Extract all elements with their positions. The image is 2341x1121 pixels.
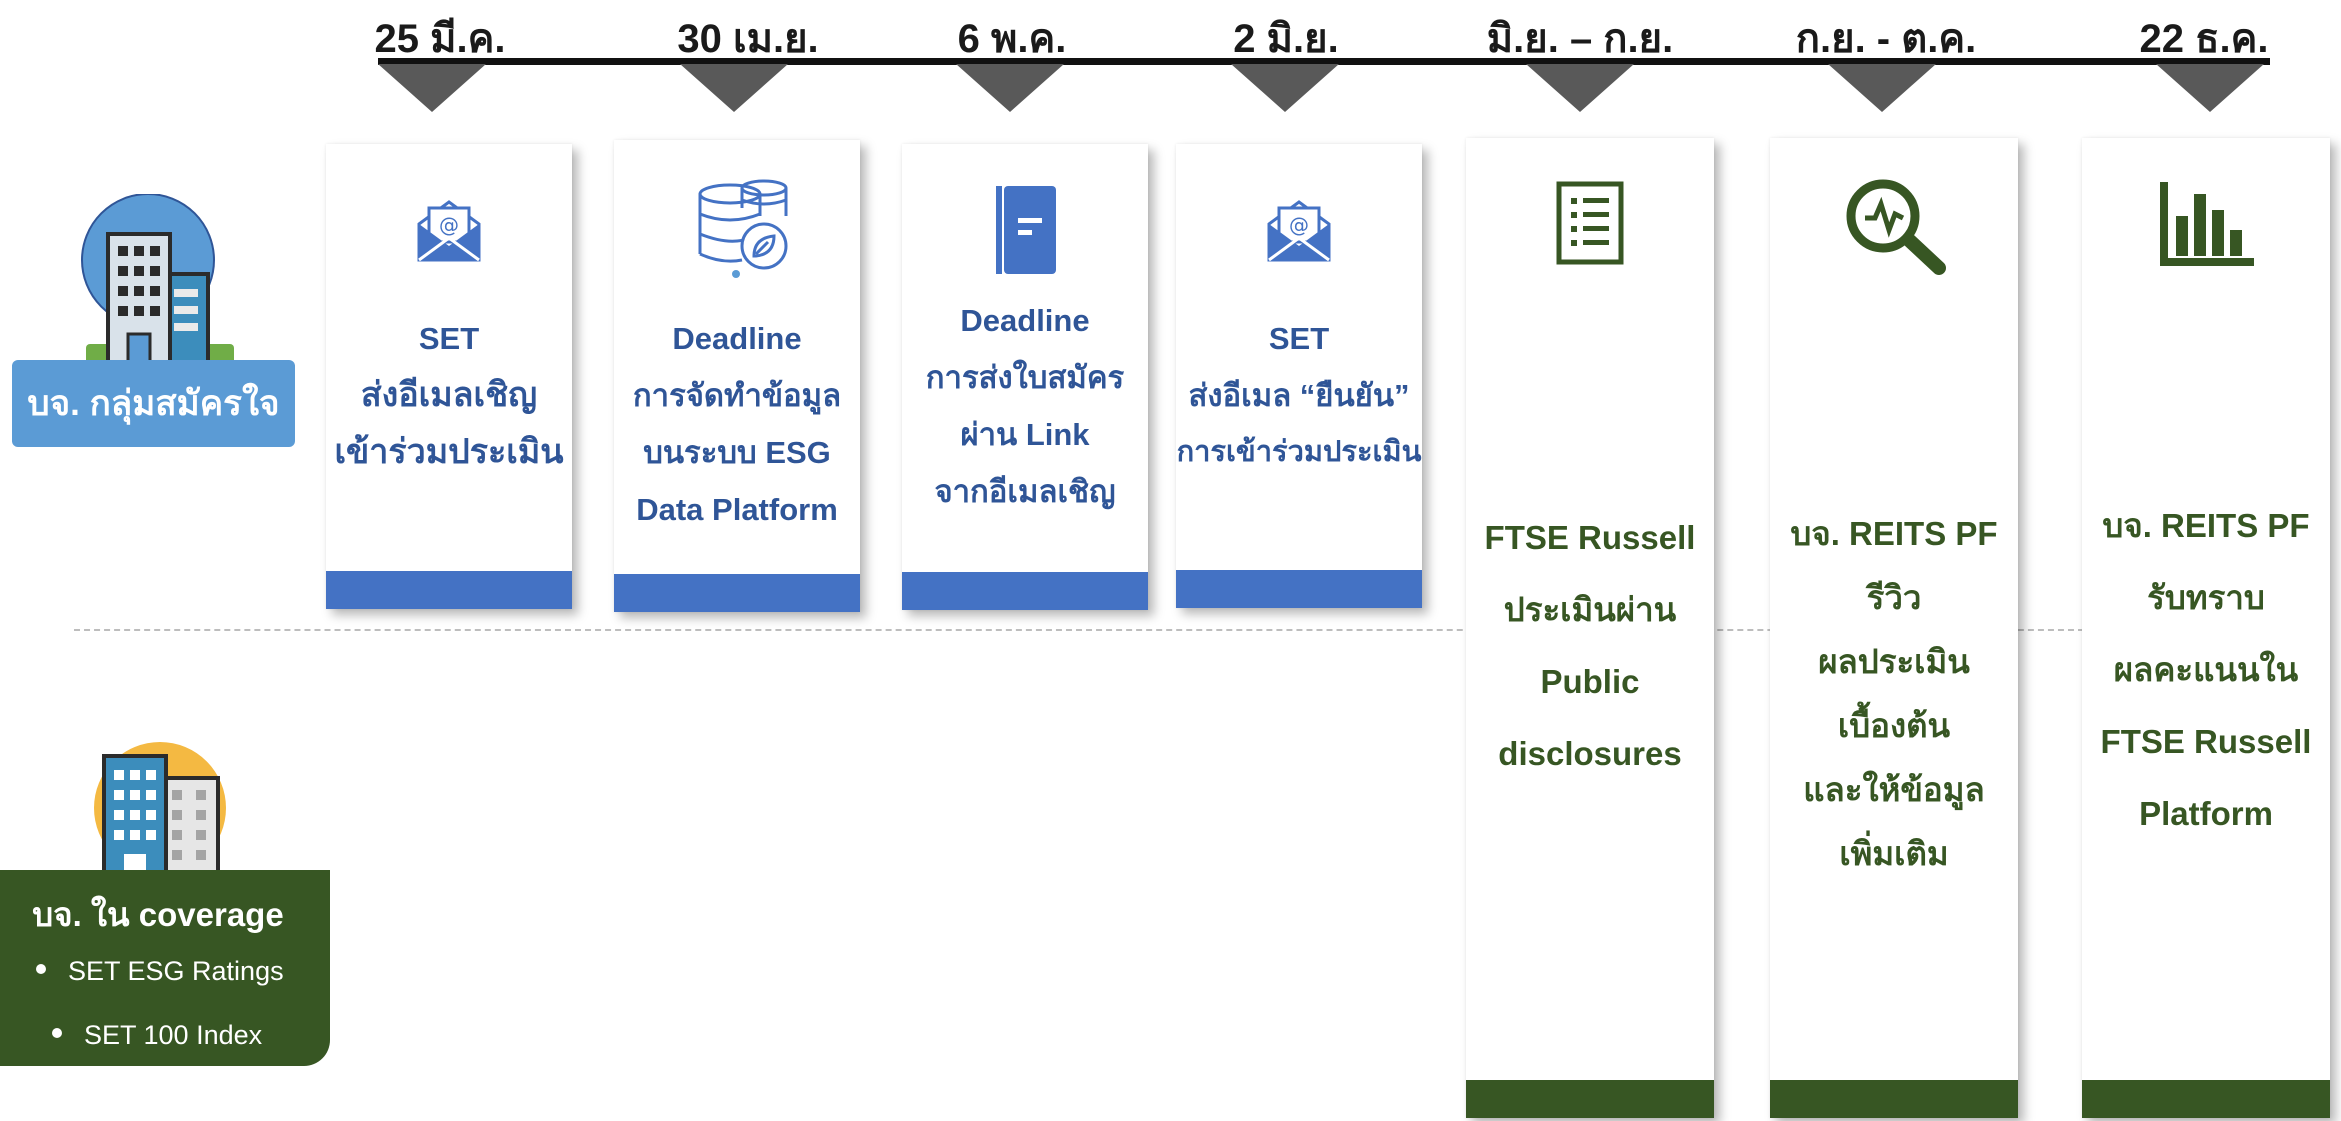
card-4-bar bbox=[1176, 570, 1422, 608]
coverage-item-label: SET ESG Ratings bbox=[68, 956, 284, 986]
date-label-5: มิ.ย. – ก.ย. bbox=[1486, 17, 1674, 61]
bar-chart-icon bbox=[2156, 180, 2256, 275]
card-5-bar bbox=[1466, 1080, 1714, 1118]
timeline-marker-1 bbox=[378, 64, 486, 112]
coverage-group-box: บจ. ใน coverage SET ESG Ratings SET 100 … bbox=[0, 870, 330, 1066]
timeline-card-5: FTSE Russell ประเมินผ่าน Public disclosu… bbox=[1466, 138, 1714, 1118]
date-label-3: 6 พ.ค. bbox=[957, 17, 1067, 61]
group-divider bbox=[74, 629, 2084, 631]
card-7-bar bbox=[2082, 1080, 2330, 1118]
card-6-line-6: เพิ่มเติม bbox=[1839, 835, 1949, 872]
timeline-marker-3 bbox=[956, 64, 1064, 112]
timeline-card-2: Deadline การจัดทำข้อมูล บนระบบ ESG Data … bbox=[614, 140, 860, 612]
card-5-line-3: Public bbox=[1540, 663, 1640, 700]
date-label-4: 2 มิ.ย. bbox=[1233, 17, 1339, 61]
voluntary-group-label: บจ. กลุ่มสมัครใจ bbox=[27, 384, 280, 423]
card-7-line-4: FTSE Russell bbox=[2100, 723, 2312, 760]
date-label-1: 25 มี.ค. bbox=[374, 17, 506, 61]
card-2-line-1: Deadline bbox=[672, 321, 802, 356]
card-2-line-2: การจัดทำข้อมูล bbox=[632, 378, 842, 413]
card-5-line-2: ประเมินผ่าน bbox=[1503, 591, 1677, 628]
coverage-item-set-100-index: SET 100 Index bbox=[52, 1020, 262, 1051]
card-2-bar bbox=[614, 574, 860, 612]
timeline-line bbox=[378, 58, 2270, 65]
voluntary-group-box: บจ. กลุ่มสมัครใจ bbox=[12, 360, 295, 447]
card-1-line-3: เข้าร่วมประเมิน bbox=[334, 433, 564, 471]
card-4-line-1: SET bbox=[1268, 321, 1330, 356]
search-analysis-icon bbox=[1839, 176, 1949, 281]
card-3-bar bbox=[902, 572, 1148, 610]
card-1-line-2: ส่งอีเมลเชิญ bbox=[360, 376, 538, 414]
email-icon: @ bbox=[1263, 194, 1335, 271]
database-icon bbox=[682, 176, 792, 291]
card-2-line-3: บนระบบ ESG bbox=[643, 435, 831, 470]
date-label-6: ก.ย. - ต.ค. bbox=[1795, 17, 1977, 61]
card-7-line-3: ผลคะแนนใน bbox=[2113, 651, 2299, 688]
timeline-card-7: บจ. REITS PF รับทราบ ผลคะแนนใน FTSE Russ… bbox=[2082, 138, 2330, 1118]
card-7-line-5: Platform bbox=[2139, 795, 2273, 832]
document-icon bbox=[990, 182, 1060, 283]
card-3-line-2: การส่งใบสมัคร bbox=[925, 360, 1125, 395]
timeline-marker-6 bbox=[1828, 64, 1936, 112]
card-5-line-1: FTSE Russell bbox=[1484, 519, 1696, 556]
coverage-building-icon bbox=[90, 742, 240, 884]
svg-text:@: @ bbox=[1289, 213, 1309, 237]
card-3-line-4: จากอีเมลเชิญ bbox=[934, 474, 1116, 509]
timeline-card-6: บจ. REITS PF รีวิว ผลประเมิน เบื้องต้น แ… bbox=[1770, 138, 2018, 1118]
coverage-group-label: บจ. ใน coverage bbox=[32, 896, 284, 933]
card-5-line-4: disclosures bbox=[1498, 735, 1682, 772]
coverage-item-label: SET 100 Index bbox=[84, 1020, 263, 1050]
card-6-line-1: บจ. REITS PF bbox=[1790, 515, 1998, 552]
svg-text:@: @ bbox=[439, 213, 459, 237]
bullet-icon bbox=[36, 963, 46, 974]
card-6-bar bbox=[1770, 1080, 2018, 1118]
card-4-line-2: ส่งอีเมล “ยืนยัน” bbox=[1188, 378, 1410, 413]
timeline-card-3: Deadline การส่งใบสมัคร ผ่าน Link จากอีเม… bbox=[902, 144, 1148, 610]
card-2-line-4: Data Platform bbox=[636, 492, 838, 527]
coverage-item-set-esg-ratings: SET ESG Ratings bbox=[36, 956, 284, 987]
card-4-line-3: การเข้าร่วมประเมิน bbox=[1176, 436, 1422, 468]
card-1-bar bbox=[326, 571, 572, 609]
timeline-card-4: @ SET ส่งอีเมล “ยืนยัน” การเข้าร่วมประเม… bbox=[1176, 144, 1422, 608]
card-6-line-3: ผลประเมิน bbox=[1818, 643, 1970, 680]
date-label-2: 30 เม.ย. bbox=[677, 17, 819, 61]
bullet-icon bbox=[52, 1027, 62, 1038]
timeline-marker-5 bbox=[1526, 64, 1634, 112]
card-6-line-5: และให้ข้อมูล bbox=[1803, 771, 1985, 808]
card-1-line-1: SET bbox=[418, 321, 480, 356]
card-6-line-4: เบื้องต้น bbox=[1837, 707, 1951, 744]
card-3-line-1: Deadline bbox=[960, 303, 1090, 338]
timeline-marker-7 bbox=[2156, 64, 2264, 112]
email-icon: @ bbox=[413, 194, 485, 271]
card-7-line-1: บจ. REITS PF bbox=[2102, 507, 2310, 544]
voluntary-building-icon bbox=[78, 193, 238, 374]
card-7-line-2: รับทราบ bbox=[2147, 579, 2265, 616]
timeline-marker-2 bbox=[680, 64, 788, 112]
timeline-marker-4 bbox=[1231, 64, 1339, 112]
date-label-7: 22 ธ.ค. bbox=[2139, 17, 2269, 61]
timeline-card-1: @ SET ส่งอีเมลเชิญ เข้าร่วมประเมิน bbox=[326, 144, 572, 609]
card-6-line-2: รีวิว bbox=[1866, 579, 1922, 616]
checklist-icon bbox=[1555, 180, 1625, 271]
card-3-line-3: ผ่าน Link bbox=[960, 417, 1090, 452]
